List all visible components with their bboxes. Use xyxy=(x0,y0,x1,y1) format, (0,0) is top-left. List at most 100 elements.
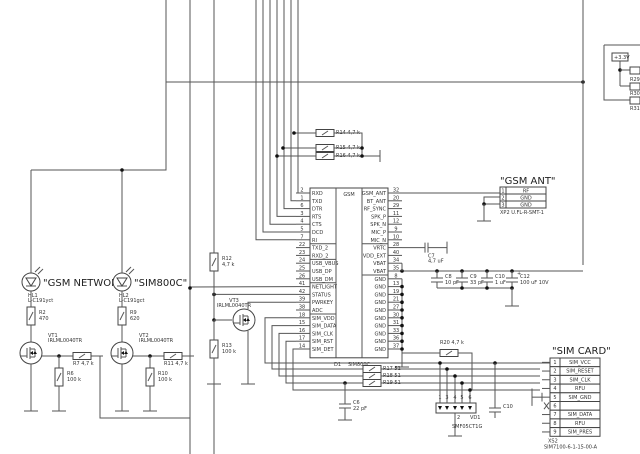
ic-pin-number: 24 xyxy=(299,258,305,264)
ic-pin-name: USB_DM xyxy=(312,277,333,283)
ic-pin-name: GND xyxy=(375,277,387,283)
resistor-hatch xyxy=(211,344,217,354)
ic-pin-name: SIM_DET xyxy=(312,347,334,353)
ic-pin-name: GND xyxy=(375,339,387,345)
ic-pin-name: TXD xyxy=(311,199,322,205)
ic-pin-number: 27 xyxy=(393,305,399,311)
ic-pin-name: RXD_2 xyxy=(312,253,328,259)
led-part: L-C191gct xyxy=(119,298,144,304)
ic-pin-number: 3 xyxy=(300,211,303,217)
ic-pin-number: 5 xyxy=(300,227,303,233)
mosfet-part: IRLML0040TR xyxy=(139,338,174,344)
junction-dot xyxy=(188,286,192,290)
uart-wire xyxy=(283,0,296,210)
led-triangle xyxy=(116,277,128,287)
ic-pin-name: ADC xyxy=(312,308,323,314)
junction-dot xyxy=(281,146,285,150)
ic-pin-number: 42 xyxy=(299,289,305,295)
tvs-diode xyxy=(468,406,472,410)
resistor-value: 100 k xyxy=(158,377,172,383)
antenna-pin-number: 3 xyxy=(501,203,504,209)
junction-dot xyxy=(485,286,489,290)
ic-pin-name: USB_VBUS xyxy=(312,261,338,267)
resistor-ref: R31 xyxy=(630,106,640,112)
mosfet-diode-triangle xyxy=(246,318,250,321)
led-light-arrow xyxy=(125,266,132,273)
resistor-label: R11 4,7 k xyxy=(164,361,188,367)
junction-dot xyxy=(400,284,404,289)
no-connect xyxy=(543,402,550,410)
mosfet-ref: VT1 xyxy=(48,333,58,339)
sim-det-wire xyxy=(292,348,540,391)
junction-dot xyxy=(400,308,404,312)
resistor-hatch xyxy=(321,145,329,151)
ic-pin-name: GSM_ANT xyxy=(362,191,387,197)
ic-pin-number: 13 xyxy=(393,281,399,287)
ic-pin-number: 9 xyxy=(394,227,397,233)
mosfet-part: IRLML0040TR xyxy=(217,303,252,309)
uart-wire xyxy=(255,0,296,241)
junction-dot xyxy=(400,339,404,344)
resistor-hatch xyxy=(321,130,329,136)
ic-pin-name: SIM_DATA xyxy=(312,324,337,330)
resistor-r31 xyxy=(629,96,640,105)
ic-pin-number: 25 xyxy=(299,266,305,272)
uart-wire xyxy=(276,0,296,217)
junction-dot xyxy=(445,367,449,371)
junction-dot xyxy=(360,146,364,150)
simcard-pin-number: 4 xyxy=(553,386,556,392)
mosfet-ref: VT2 xyxy=(139,333,149,339)
junction-dot xyxy=(453,374,457,378)
simcard-pin-number: 8 xyxy=(553,421,556,427)
ic-pin-name: GND xyxy=(375,324,387,330)
simcard-pin-number: 7 xyxy=(553,412,556,418)
ic-pin-name: NETLIGHT xyxy=(312,285,338,291)
junction-dot xyxy=(360,154,364,158)
ic-pin-number: 6 xyxy=(300,203,303,209)
simcard-pin-number: 9 xyxy=(553,430,556,436)
cap-ref: C9 xyxy=(470,274,477,280)
ic-pin-number: 39 xyxy=(299,297,305,303)
antenna-label: "GSM ANT" xyxy=(500,176,556,187)
sim-clk-wire xyxy=(278,332,363,377)
ic-d1-body xyxy=(309,187,389,359)
led-ref: HL2 xyxy=(119,293,129,299)
resistor-value: 470 xyxy=(39,316,49,322)
junction-dot xyxy=(438,361,442,365)
simcard-pin-name: RFU xyxy=(575,386,585,392)
ic-pin-name: TXD_2 xyxy=(311,246,328,252)
resistor-label: R20 4,7 k xyxy=(440,340,464,346)
tvs-diode xyxy=(445,406,449,410)
tvs-diode xyxy=(453,406,457,410)
ic-pin-name: GND xyxy=(375,285,387,291)
junction-dot xyxy=(120,168,124,172)
ic-title: GSM xyxy=(343,192,354,198)
ic-pin-name: CTS xyxy=(312,222,322,228)
ic-pin-number: 36 xyxy=(393,336,399,342)
resistor-hatch xyxy=(119,311,125,321)
simcard-pin-number: 3 xyxy=(553,377,556,383)
ic-pin-number: 8 xyxy=(394,273,397,279)
ic-pin-name: RTS xyxy=(312,214,321,220)
led-light-arrow xyxy=(128,268,135,275)
junction-dot xyxy=(400,292,404,297)
resistor-ref: R30 xyxy=(630,91,640,97)
ic-pin-number: 7 xyxy=(300,234,303,240)
resistor-ref: R2 xyxy=(39,310,46,316)
cap-ref: C8 xyxy=(445,274,452,280)
ic-pin-number: 31 xyxy=(393,320,399,326)
tvs-part: SMF05CT1G xyxy=(452,424,482,430)
led-light-arrow xyxy=(34,266,41,273)
resistor-ref: R12 xyxy=(222,256,232,262)
uart-wire xyxy=(290,0,296,202)
junction-dot xyxy=(400,347,404,351)
resistor-hatch xyxy=(445,350,453,356)
junction-dot xyxy=(460,286,464,290)
junction-dot xyxy=(468,388,472,392)
resistor-r29 xyxy=(629,66,640,75)
resistor-hatch xyxy=(56,372,62,382)
antenna-pin-name: RF xyxy=(523,189,529,195)
mosfet-arrow xyxy=(121,351,124,355)
led-light-arrow xyxy=(37,268,44,275)
ic-pin-number: 28 xyxy=(393,242,399,248)
